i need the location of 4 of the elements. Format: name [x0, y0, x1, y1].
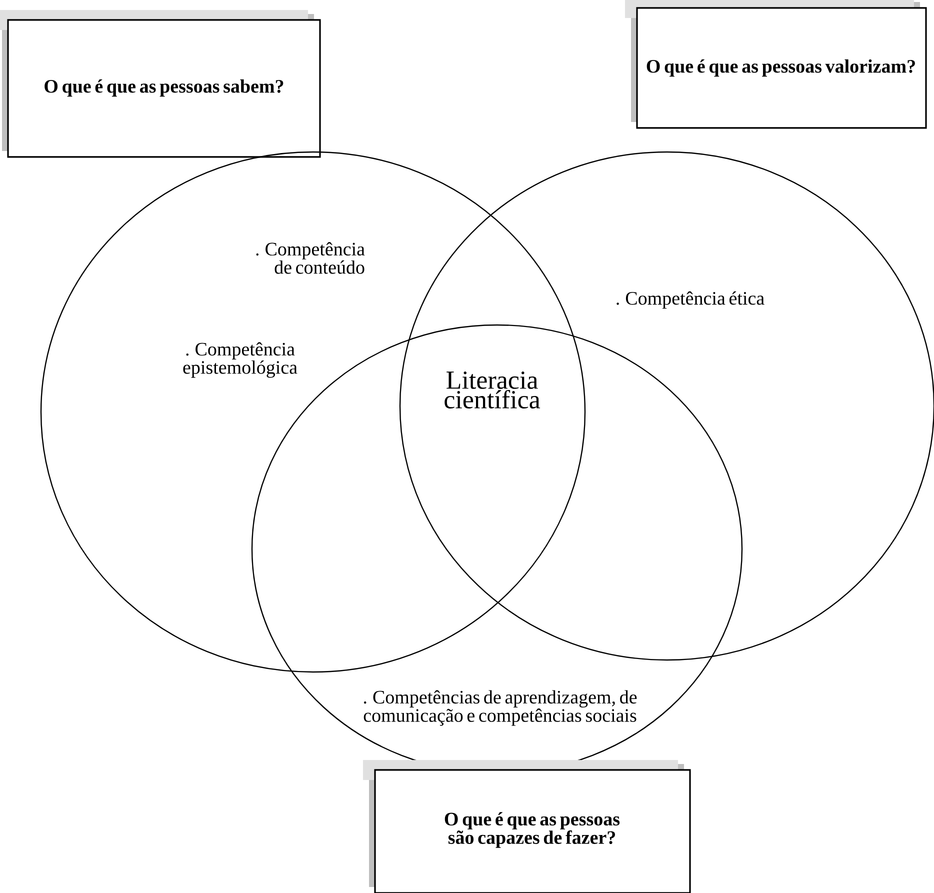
center-label: Literacia científica: [444, 371, 540, 408]
question-box: O que é que as pessoas são capazes de fazer?: [363, 760, 691, 893]
question-box: O que é que as pessoas sabem?: [0, 10, 321, 158]
question-box: O que é que as pessoas valorizam?: [625, 0, 927, 129]
